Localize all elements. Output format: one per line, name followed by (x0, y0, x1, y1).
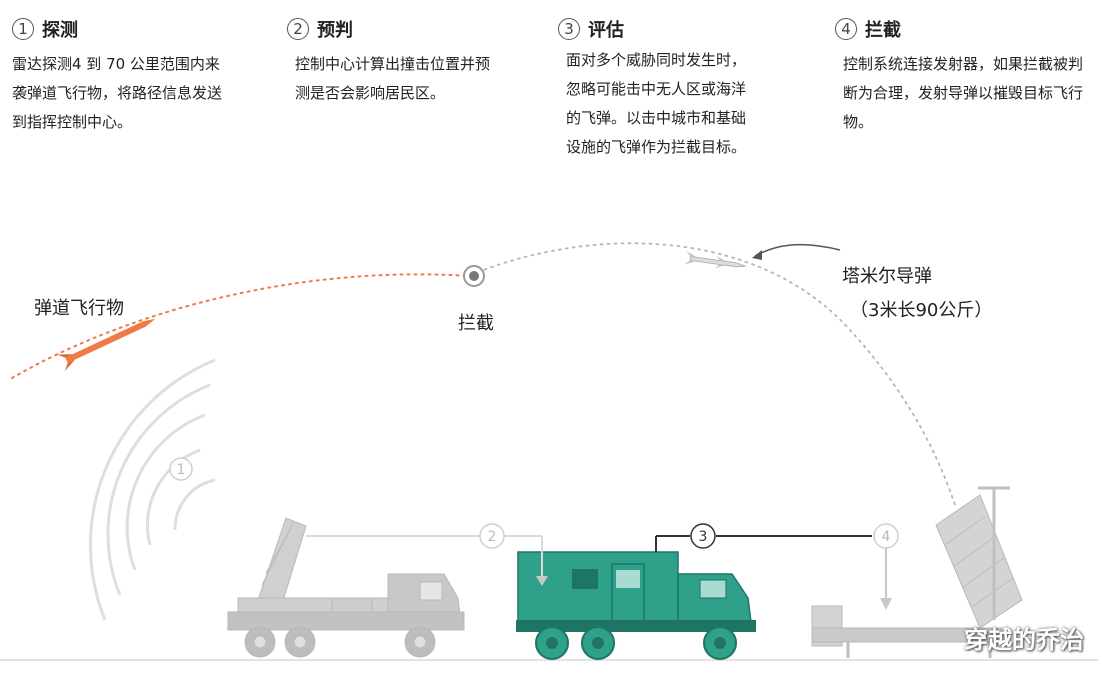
step-number: 4 (835, 18, 857, 40)
ballistic-trajectory (11, 273, 471, 379)
step-description: 雷达探测4 到 70 公里范围内来袭弹道飞行物，将路径信息发送到指挥控制中心。 (12, 55, 223, 131)
tamir-missile-icon (684, 250, 746, 268)
watermark: 穿越的乔治 (964, 626, 1084, 654)
svg-text:2: 2 (488, 529, 497, 545)
step-intercept: 4 拦截 控制系统连接发射器，如果拦截被判断为合理，发射导弹以摧毁目标飞行物。 (835, 16, 1090, 137)
link-number-4-icon: 4 (873, 523, 899, 549)
radar-truck (227, 517, 465, 658)
step-predict: 2 预判 控制中心计算出撞击位置并预测是否会影响居民区。 (287, 16, 497, 108)
step-title: 评估 (588, 20, 624, 41)
ballistic-missile-icon (57, 318, 156, 371)
intercept-label: 拦截 (458, 313, 494, 334)
step-number: 2 (287, 18, 309, 40)
step-title: 探测 (42, 20, 78, 41)
step-description: 控制中心计算出撞击位置并预测是否会影响居民区。 (295, 55, 491, 102)
tamir-pointer-arrow (754, 243, 841, 257)
svg-text:3: 3 (699, 529, 708, 545)
tamir-label: 塔米尔导弹 (842, 266, 932, 287)
tamir-spec-label: （3米长90公斤） (850, 300, 993, 321)
svg-text:1: 1 (177, 462, 186, 478)
radar-number-icon: 1 (169, 457, 193, 481)
step-title: 拦截 (865, 20, 901, 41)
svg-text:4: 4 (882, 529, 891, 545)
step-description: 面对多个威胁同时发生时，忽略可能击中无人区或海洋的飞弹。以击中城市和基础设施的飞… (566, 51, 747, 156)
step-description: 控制系统连接发射器，如果拦截被判断为合理，发射导弹以摧毁目标飞行物。 (843, 55, 1084, 131)
step-detect: 1 探测 雷达探测4 到 70 公里范围内来袭弹道飞行物，将路径信息发送到指挥控… (12, 16, 227, 137)
interceptor-trajectory (477, 242, 956, 506)
link-number-2-icon: 2 (479, 523, 505, 549)
ballistic-label: 弹道飞行物 (34, 298, 124, 319)
intercept-point-icon (463, 265, 485, 287)
radar-waves (89, 358, 216, 621)
step-number: 3 (558, 18, 580, 40)
step-title: 预判 (317, 20, 353, 41)
link-number-3-icon: 3 (690, 523, 716, 549)
step-number: 1 (12, 18, 34, 40)
command-control-truck (516, 551, 756, 660)
step-evaluate: 3 评估 面对多个威胁同时发生时，忽略可能击中无人区或海洋的飞弹。以击中城市和基… (558, 16, 758, 162)
missile-launcher (811, 486, 1023, 658)
